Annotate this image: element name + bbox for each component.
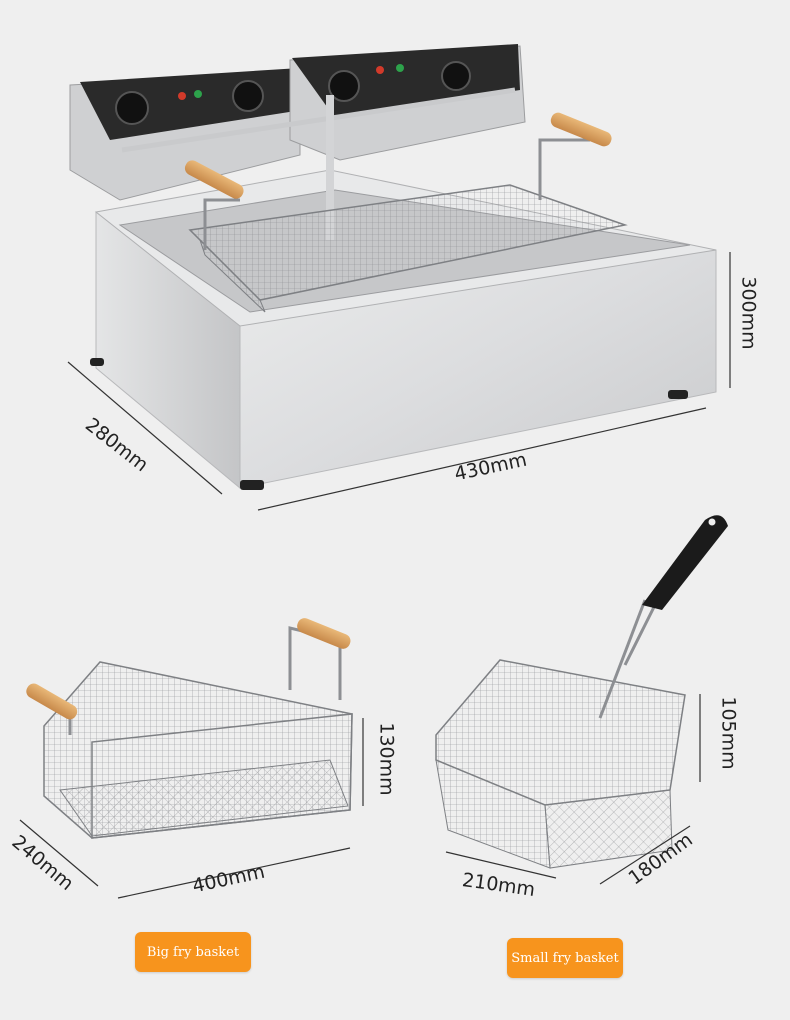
small-basket-dimension-lines xyxy=(445,694,701,885)
small-fry-basket xyxy=(435,515,728,885)
fryer-dimension-lines xyxy=(67,252,731,511)
big-basket-height-label: 130mm xyxy=(375,722,398,796)
big-fry-basket-label: Big fry basket xyxy=(135,932,251,972)
big-basket-dimension-lines xyxy=(19,718,364,899)
small-fry-basket-label: Small fry basket xyxy=(507,938,623,978)
fryer-height-label: 300mm xyxy=(737,276,760,350)
big-fry-basket xyxy=(19,618,364,899)
double-fryer xyxy=(67,44,731,511)
small-basket-height-label: 105mm xyxy=(717,696,740,770)
